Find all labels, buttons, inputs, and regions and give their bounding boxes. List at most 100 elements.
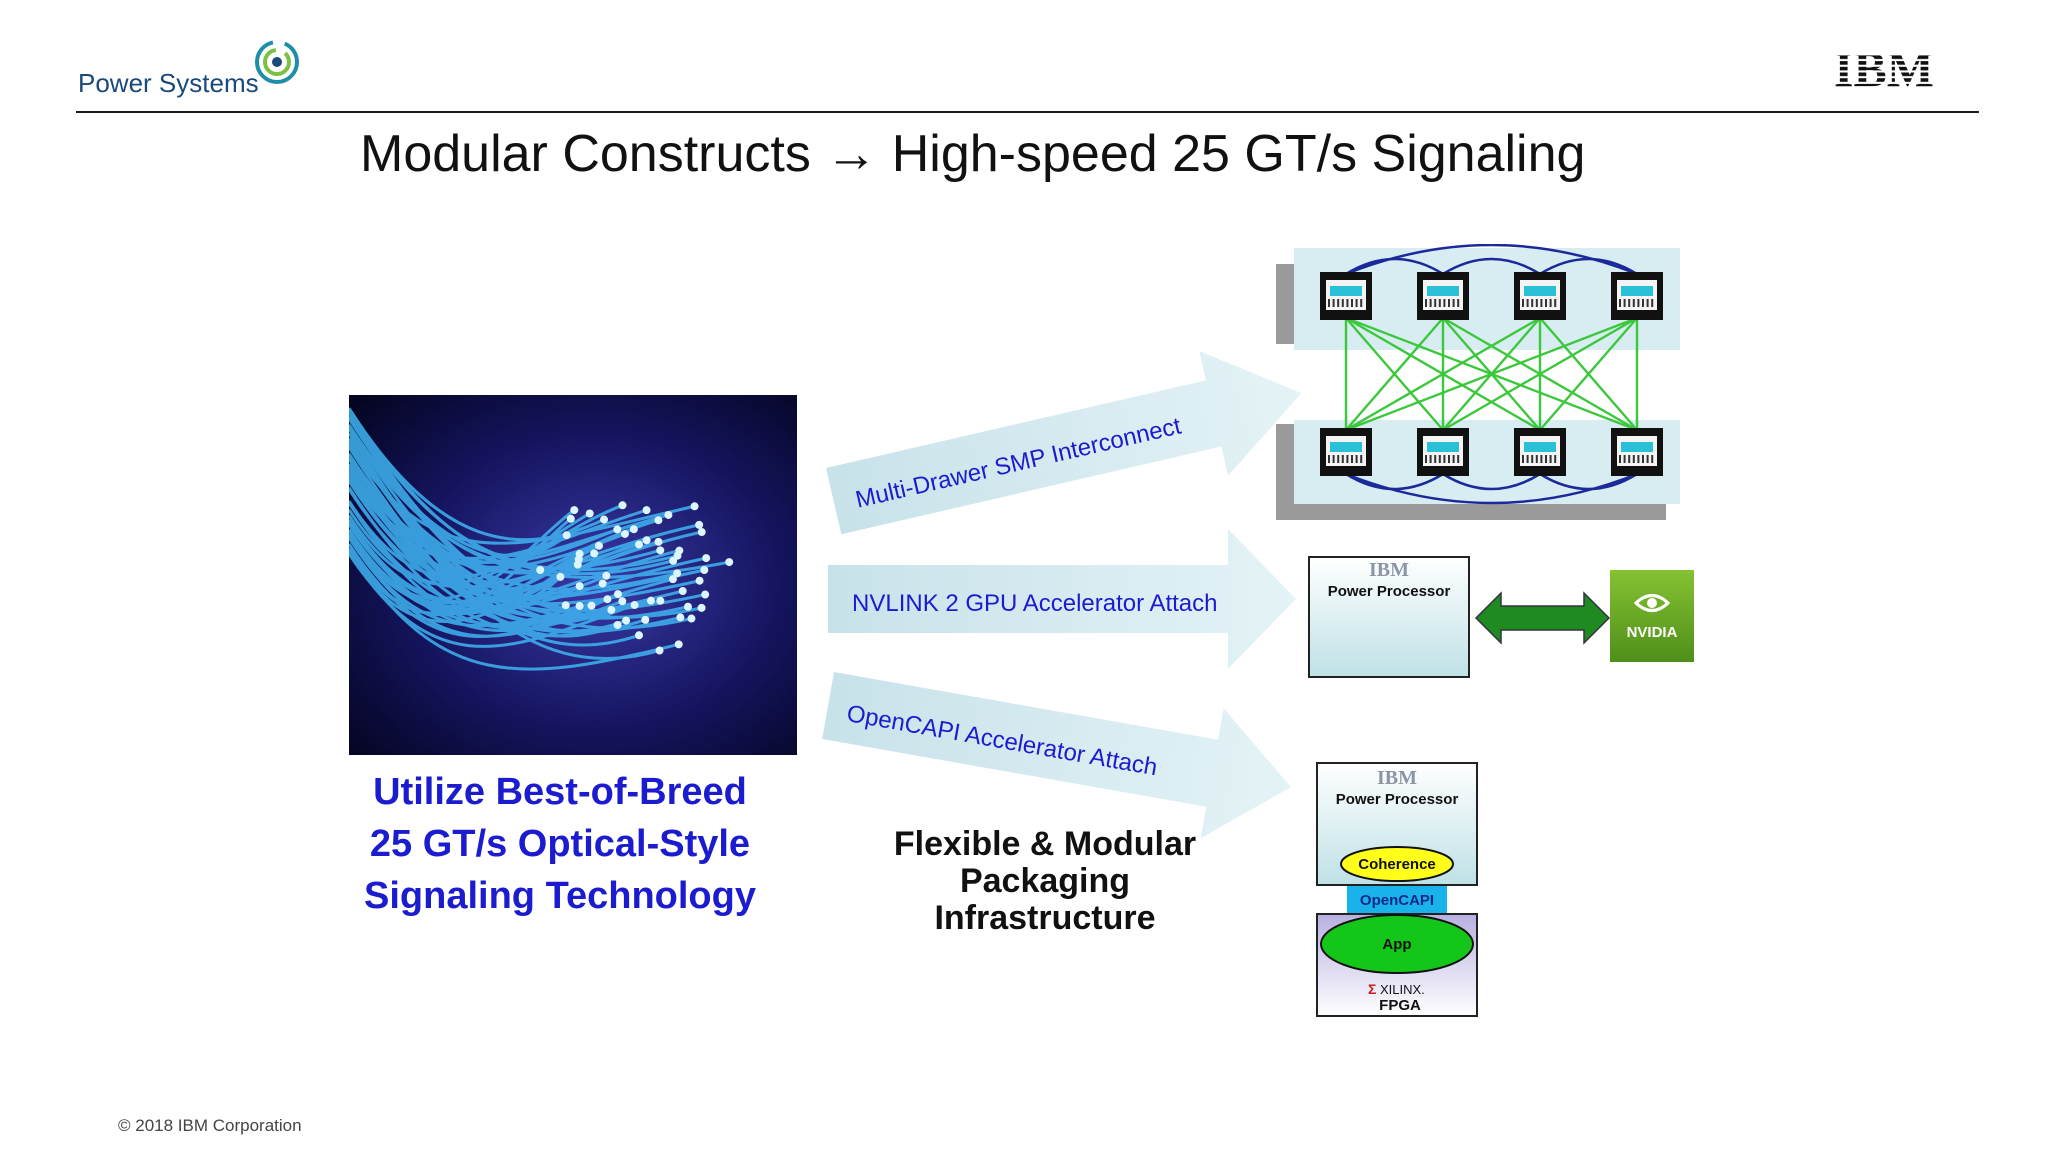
fiber-tip [655,646,664,655]
fiber-tip [646,596,655,605]
fiber-tip [587,601,596,610]
fiber-strand [349,411,661,612]
fiber-tip [664,510,673,519]
fiber-tip [561,601,570,610]
caption-line: Signaling Technology [364,875,756,917]
xilinx-mark-icon: Σ [1368,981,1376,997]
fiber-tip [697,528,706,537]
fiber-tip [674,640,683,649]
fiber-strand [349,426,730,579]
svg-text:FPGA: FPGA [1379,997,1421,1014]
bidirectional-arrow-icon [1474,591,1611,645]
nvidia-eye-icon [1633,594,1671,612]
fiber-tip [566,514,575,523]
fiber-tip [676,613,685,622]
svg-text:IBM: IBM [1834,44,1934,90]
smp-interconnect-diagram [1276,244,1680,520]
nvlink-arrow: NVLINK 2 GPU Accelerator Attach [828,529,1296,669]
fiber-tip [536,566,545,574]
fiber-tip [575,582,584,591]
svg-text:NVIDIA: NVIDIA [1627,624,1678,641]
fiber-strand [349,538,648,623]
fiber-tip [702,554,711,563]
caption-line: Flexible & Modular [893,825,1197,863]
fiber-tip [600,515,609,524]
caption-line: Utilize Best-of-Breed [373,771,747,813]
ibm-logo-icon: IBM [1834,44,1934,90]
fiber-tip [613,525,622,534]
opencapi-arrow: OpenCAPI Accelerator Attach [822,672,1291,839]
fiber-tip [697,603,706,612]
brand-name: Power Systems [78,68,259,98]
coherence-ellipse [1340,846,1454,882]
fiber-tip [642,536,651,545]
nvlink-diagram: IBM Power Processor NVIDIA [1308,556,1694,678]
fiber-strand [349,443,695,545]
slide-title: Modular Constructs → High-speed 25 GT/s … [360,125,1586,183]
technology-caption: Utilize Best-of-Breed 25 GT/s Optical-St… [330,766,790,922]
fiber-tip [602,571,611,580]
fiber-tip [629,525,638,534]
fiber-tip [701,590,710,599]
fiber-tip [690,502,699,511]
smp-link [1345,317,1444,431]
app-ellipse [1320,914,1474,974]
power-chip-icon [1320,272,1372,320]
caption-line: 25 GT/s Optical-Style [369,823,751,865]
power-chip-icon [1611,272,1663,320]
smp-cable [1345,472,1638,505]
copyright-footer: © 2018 IBM Corporation [118,1116,302,1135]
fiber-tip [669,556,678,565]
fiber-tip [642,506,651,515]
fiber-tip [635,631,643,640]
fiber-tip [695,576,704,585]
smp-cable [1442,472,1541,491]
power-chip-icon [1514,428,1566,476]
fiber-tip [562,531,571,540]
svg-text:IBM: IBM [1377,767,1417,789]
smp-link [1345,316,1638,432]
smp-cable [1442,257,1541,276]
fiber-tip [687,614,696,623]
smp-link [1345,316,1541,432]
svg-text:XILINX.: XILINX. [1380,982,1425,997]
fiber-strand [349,503,624,586]
fiber-tip [585,509,594,518]
fiber-strand [349,508,700,589]
fiber-strand [349,474,669,565]
smp-link [1442,316,1638,432]
opencapi-diagram: IBM Power Processor Coherence OpenCAPI A… [1316,762,1478,1017]
fiber-tip [683,602,692,611]
power-systems-logo-icon [255,40,299,84]
svg-text:Power Processor: Power Processor [1328,583,1451,600]
fiber-tip [630,601,639,610]
fiber-tip [673,569,682,578]
fiber-tip [594,541,603,550]
caption-line: Infrastructure [934,899,1156,937]
svg-text:Power Processor: Power Processor [1336,791,1459,808]
fiber-strand [349,527,635,617]
svg-text:Coherence: Coherence [1358,856,1436,873]
fiber-tip [618,501,627,510]
power-chip-icon [1514,272,1566,320]
smp-cable [1345,244,1638,276]
power-chip-icon [1320,428,1372,476]
fiber-tip [620,529,629,538]
fiber-tip [556,572,565,581]
attach-arrows: Multi-Drawer SMP Interconnect NVLINK 2 G… [822,351,1302,839]
fiber-tip [725,558,734,567]
fiber-tip [603,595,612,604]
fiber-tip [575,601,584,610]
fiber-tip [618,597,627,606]
fiber-tip [668,575,677,584]
svg-text:OpenCAPI: OpenCAPI [1360,892,1434,909]
fiber-tip [695,520,704,529]
fiber-optic-image [349,395,797,755]
fiber-strand [349,458,640,574]
fiber-tip [613,590,622,599]
fiber-tip [622,616,631,625]
fiber-strand [349,501,562,610]
fiber-strand [349,500,591,579]
svg-text:NVLINK 2 GPU Accelerator Attac: NVLINK 2 GPU Accelerator Attach [852,590,1218,617]
packaging-caption: Flexible & Modular Packaging Infrastruct… [860,826,1230,937]
